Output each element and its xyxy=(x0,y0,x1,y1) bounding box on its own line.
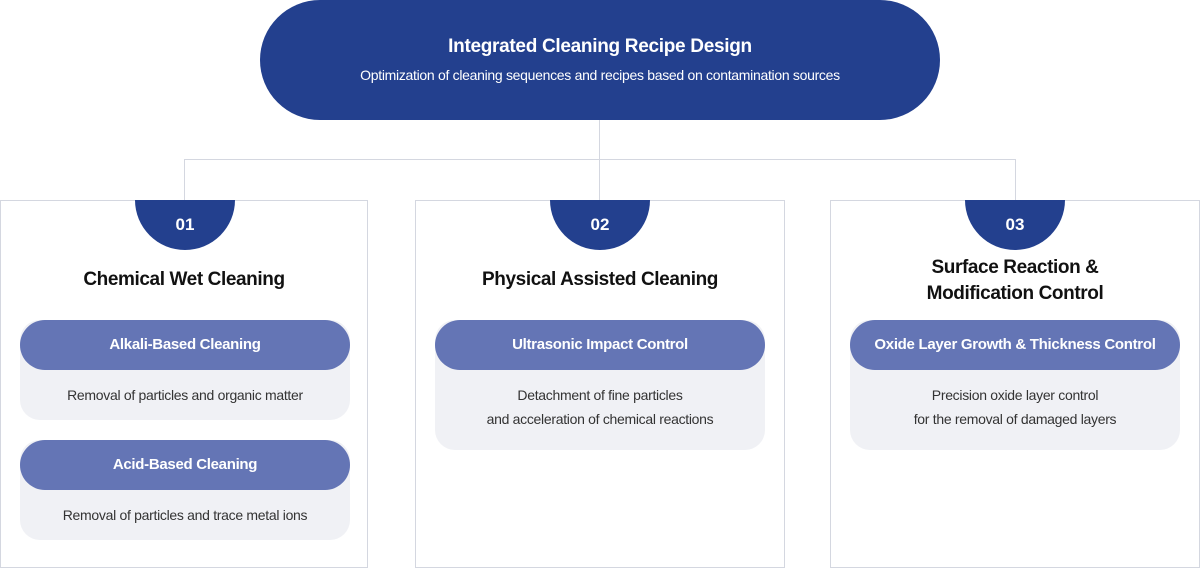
number-badge: 03 xyxy=(965,200,1065,250)
connector-vertical-left xyxy=(184,159,185,200)
card-title: Physical Assisted Cleaning xyxy=(482,269,718,290)
item-heading: Ultrasonic Impact Control xyxy=(435,320,765,370)
item-description-line: Precision oxide layer control xyxy=(931,387,1099,403)
item-description: Detachment of fine particles and acceler… xyxy=(435,370,765,431)
card-title-line: Modification Control xyxy=(926,283,1104,304)
root-node: Integrated Cleaning Recipe Design Optimi… xyxy=(260,0,940,120)
item-heading: Oxide Layer Growth & Thickness Control xyxy=(850,320,1180,370)
number-badge: 01 xyxy=(135,200,235,250)
number-badge: 02 xyxy=(550,200,650,250)
card-title: Surface Reaction & Modification Control xyxy=(831,255,1199,307)
item-description-line: and acceleration of chemical reactions xyxy=(486,411,714,427)
item-oxide-layer-control: Oxide Layer Growth & Thickness Control P… xyxy=(850,320,1180,450)
connector-vertical-right xyxy=(1015,159,1016,200)
item-description: Precision oxide layer control for the re… xyxy=(850,370,1180,431)
item-heading: Alkali-Based Cleaning xyxy=(20,320,350,370)
connector-vertical-root xyxy=(599,120,600,200)
card-chemical-wet-cleaning: 01 Chemical Wet Cleaning Alkali-Based Cl… xyxy=(0,200,368,568)
card-physical-assisted-cleaning: 02 Physical Assisted Cleaning Ultrasonic… xyxy=(415,200,785,568)
card-title-line: Surface Reaction & xyxy=(931,257,1099,278)
item-description: Removal of particles and organic matter xyxy=(67,387,303,403)
item-heading: Acid-Based Cleaning xyxy=(20,440,350,490)
item-description-line: Detachment of fine particles xyxy=(517,387,683,403)
card-surface-reaction-modification: 03 Surface Reaction & Modification Contr… xyxy=(830,200,1200,568)
item-ultrasonic-impact-control: Ultrasonic Impact Control Detachment of … xyxy=(435,320,765,450)
card-title: Chemical Wet Cleaning xyxy=(83,269,285,290)
item-description: Removal of particles and trace metal ion… xyxy=(62,507,308,523)
root-title: Integrated Cleaning Recipe Design xyxy=(448,36,752,57)
root-subtitle: Optimization of cleaning sequences and r… xyxy=(360,67,840,83)
item-alkali-cleaning: Alkali-Based Cleaning Removal of particl… xyxy=(20,320,350,420)
item-acid-cleaning: Acid-Based Cleaning Removal of particles… xyxy=(20,440,350,540)
connector-horizontal xyxy=(184,159,1016,160)
item-description-line: for the removal of damaged layers xyxy=(913,411,1117,427)
